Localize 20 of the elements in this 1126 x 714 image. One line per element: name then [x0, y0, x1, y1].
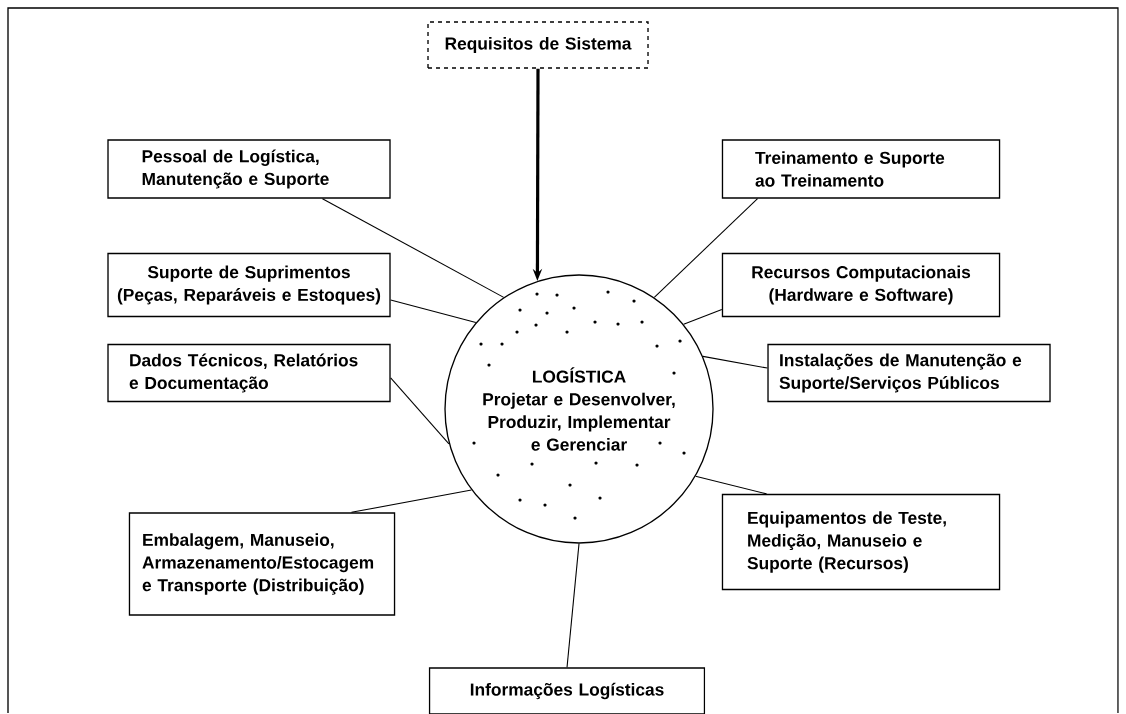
- connector-line: [683, 309, 723, 325]
- text-box: Instalações de Manutenção e Suporte/Serviços Públicos: [767, 343, 1051, 403]
- connector-line: [702, 355, 768, 369]
- dashed-box: Requisitos de Sistema: [427, 21, 649, 69]
- text-box: Treinamento e Suporte ao Treinamento: [721, 139, 1001, 199]
- connector-line: [390, 299, 477, 323]
- connector-line: [350, 489, 472, 513]
- circle-node: LOGÍSTICA Projetar e Desenvolver, Produzir, Implementar e Gerenciar: [444, 274, 714, 544]
- text-box: Recursos Computacionais (Hardware e Software): [721, 252, 1001, 318]
- connector-line: [695, 475, 768, 495]
- text-box: Suporte de Suprimentos (Peças, Reparáveis e Estoques): [107, 252, 391, 318]
- connector-line: [653, 198, 759, 298]
- text-box: Embalagem, Manuseio, Armazenamento/Estocagem e Transporte (Distribuição): [128, 512, 396, 616]
- connector-line: [566, 543, 580, 668]
- text-box: Informações Logísticas: [428, 667, 706, 714]
- text-box: Equipamentos de Teste, Medição, Manuseio e Suporte (Recursos): [721, 493, 1001, 591]
- connector-line: [321, 198, 505, 298]
- text-box: Dados Técnicos, Relatórios e Documentação: [107, 343, 391, 403]
- connector-line: [390, 377, 450, 445]
- text-box: Pessoal de Logística, Manutenção e Suporte: [107, 139, 391, 199]
